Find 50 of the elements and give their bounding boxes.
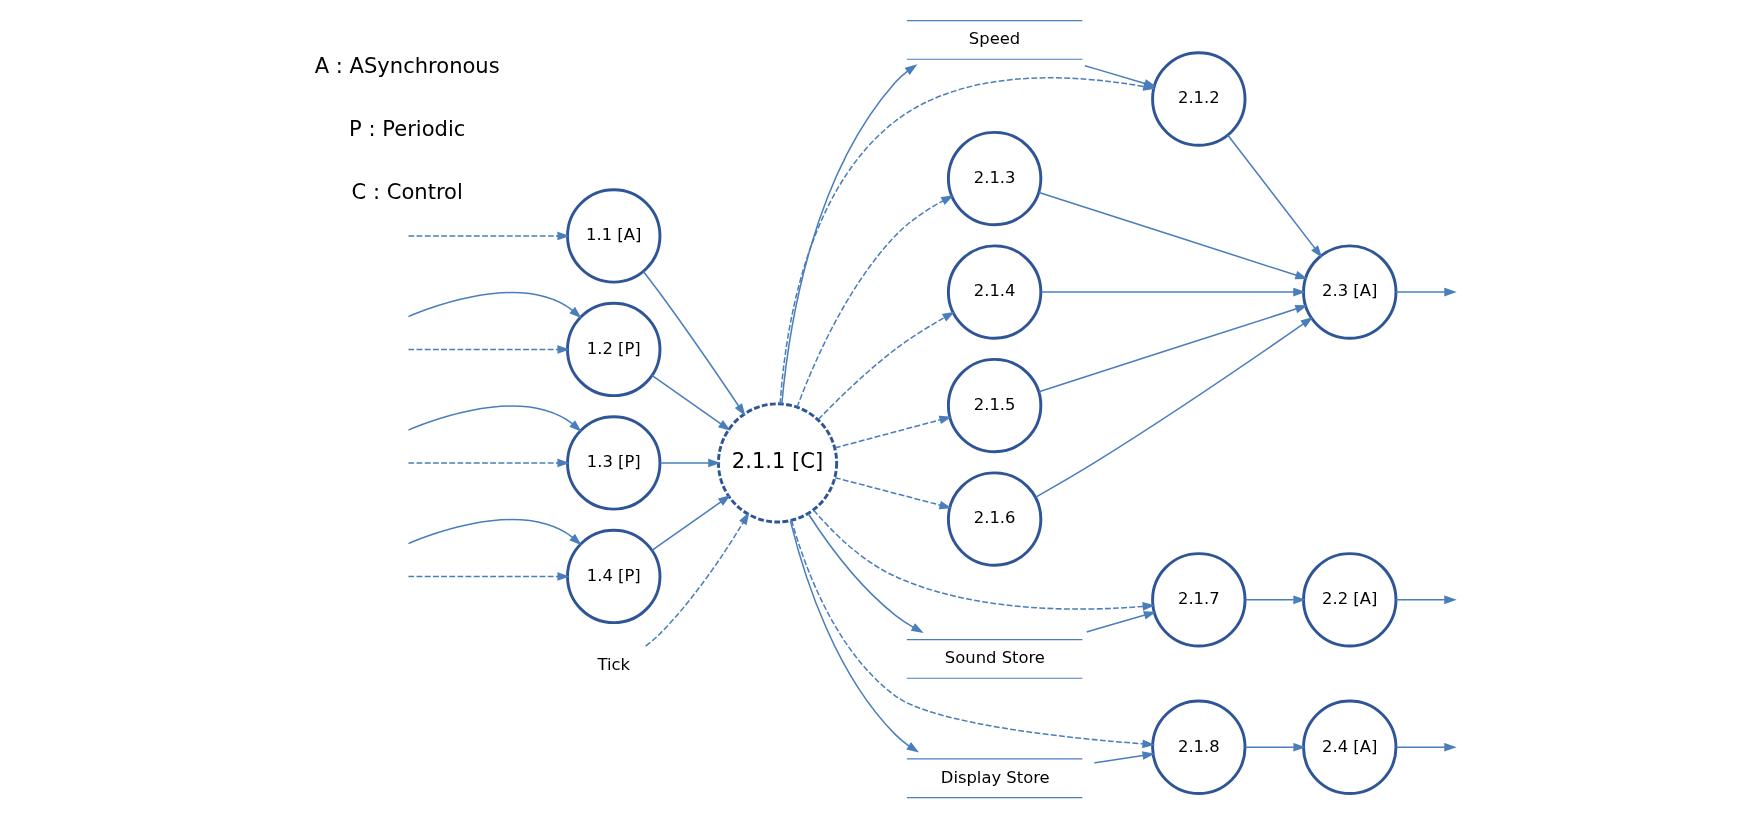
arrow bbox=[833, 476, 952, 510]
arrow bbox=[1037, 304, 1308, 393]
arrow bbox=[407, 292, 582, 319]
arrow bbox=[407, 572, 570, 581]
node-circle: 2.4 [A] bbox=[1301, 699, 1397, 795]
arrow bbox=[642, 270, 745, 416]
arrow bbox=[659, 458, 721, 468]
arrow bbox=[833, 415, 952, 449]
arrow bbox=[1226, 134, 1322, 258]
arrow bbox=[650, 495, 731, 552]
arrow bbox=[1037, 191, 1308, 280]
node-text: Tick bbox=[596, 654, 630, 674]
node-circle: 2.1.8 bbox=[1150, 699, 1246, 795]
arrow bbox=[1085, 611, 1156, 633]
arrow bbox=[817, 311, 955, 421]
label: C : Control bbox=[351, 178, 463, 204]
arrow bbox=[650, 374, 731, 431]
arrow bbox=[407, 345, 570, 354]
arrow bbox=[644, 512, 749, 647]
arrow bbox=[1394, 595, 1457, 605]
arrow bbox=[1039, 287, 1306, 297]
arrow bbox=[807, 513, 924, 633]
node-text: Speed bbox=[968, 29, 1020, 49]
node-circle: 2.2 [A] bbox=[1301, 552, 1397, 648]
arrow bbox=[790, 519, 1155, 749]
label: A : ASynchronous bbox=[314, 52, 500, 78]
arrow bbox=[789, 520, 919, 753]
arrow bbox=[407, 231, 570, 241]
node-circle: 2.1.5 bbox=[946, 357, 1042, 454]
arrow bbox=[1034, 317, 1313, 498]
node-text: Sound Store bbox=[944, 648, 1045, 668]
node-circle: 2.1.4 bbox=[946, 244, 1042, 340]
arrow bbox=[1244, 742, 1306, 752]
node-circle: 2.1.6 bbox=[946, 471, 1042, 567]
arrow bbox=[407, 405, 582, 432]
node-circle: 2.1.7 bbox=[1150, 552, 1246, 648]
arrow bbox=[1244, 595, 1306, 605]
node-circle: 2.1.3 bbox=[946, 130, 1042, 227]
arrow bbox=[812, 509, 1155, 611]
label: P : Periodic bbox=[348, 115, 465, 141]
arrow bbox=[1394, 287, 1457, 297]
node-circle: 1.1 [A] bbox=[565, 188, 661, 284]
node-text: Display Store bbox=[940, 767, 1050, 787]
arrow bbox=[407, 519, 582, 546]
node-circle: 2.1.2 bbox=[1150, 51, 1246, 147]
arrow bbox=[1093, 751, 1155, 764]
arrow bbox=[780, 64, 917, 405]
arrow bbox=[407, 458, 570, 468]
arrow bbox=[795, 195, 954, 408]
arrow bbox=[1394, 742, 1457, 752]
